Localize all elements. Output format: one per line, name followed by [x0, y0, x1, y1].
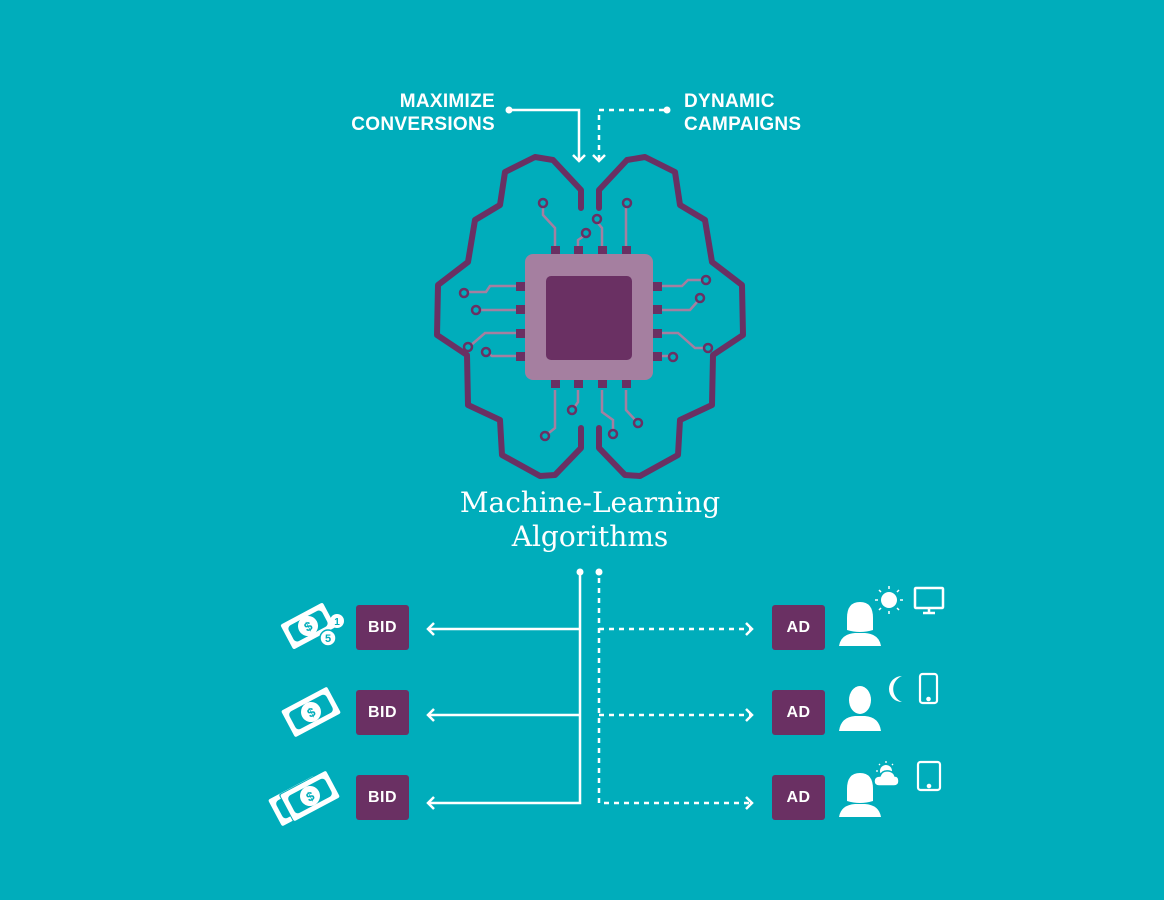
sun-icon — [875, 586, 903, 614]
ad-box: AD — [772, 690, 825, 735]
desktop-monitor-icon — [913, 586, 945, 615]
bid-box: BID — [356, 775, 409, 820]
partly-cloudy-icon — [873, 761, 900, 787]
svg-text:1: 1 — [334, 617, 340, 628]
money-with-coins-icon: $ — [280, 603, 336, 649]
circuit-nodes — [458, 197, 714, 442]
stacked-bills-icon: $ — [268, 769, 341, 826]
output-connector-solid — [426, 568, 584, 810]
label-line: CAMPAIGNS — [684, 114, 802, 135]
input-label-dynamic-campaigns: DYNAMIC CAMPAIGNS — [684, 90, 801, 136]
input-connector-dotted — [592, 106, 671, 163]
ad-box: AD — [772, 605, 825, 650]
coin-icon — [319, 629, 337, 647]
title-line: Algorithms — [511, 520, 669, 553]
female-user-icon — [839, 602, 881, 646]
coin-icon — [330, 614, 344, 628]
output-connector-dotted — [595, 568, 754, 810]
input-connector-solid — [505, 106, 586, 163]
male-user-icon — [839, 686, 881, 731]
single-bill-icon: $ — [281, 687, 341, 737]
ad-box: AD — [772, 775, 825, 820]
center-title: Machine-Learning Algorithms — [390, 486, 790, 554]
bid-box: BID — [356, 690, 409, 735]
bid-box: BID — [356, 605, 409, 650]
input-label-maximize-conversions: MAXIMIZE CONVERSIONS — [300, 90, 495, 136]
tablet-icon — [916, 760, 942, 792]
brain-outline — [434, 154, 746, 479]
cpu-chip-icon — [516, 246, 662, 388]
label-line: CONVERSIONS — [351, 114, 495, 135]
moon-icon — [889, 676, 902, 702]
smartphone-icon — [918, 672, 939, 705]
female-user-icon — [839, 773, 881, 817]
label-line: MAXIMIZE — [399, 91, 495, 112]
label-line: DYNAMIC — [684, 91, 775, 112]
svg-text:5: 5 — [325, 633, 331, 645]
title-line: Machine-Learning — [459, 486, 721, 519]
